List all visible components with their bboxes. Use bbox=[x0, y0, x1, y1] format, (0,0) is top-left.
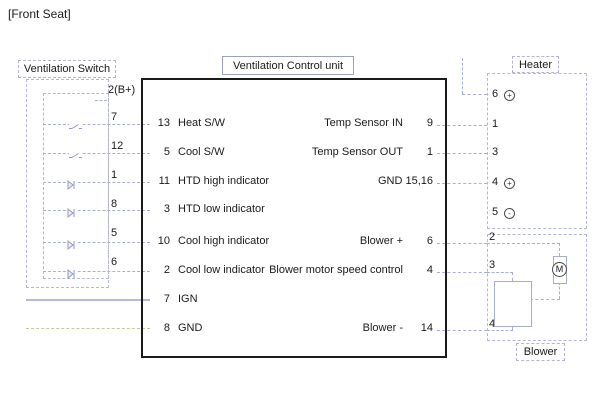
led-indicator-icon bbox=[66, 205, 78, 219]
switch-pin-6: 6 bbox=[111, 256, 118, 268]
cu-label-cool-high: Cool high indicator bbox=[178, 235, 270, 247]
cu-pin-9: 9 bbox=[426, 117, 433, 129]
heater-pin-3: 3 bbox=[492, 146, 499, 158]
page-title: [Front Seat] bbox=[8, 7, 71, 21]
cu-pin-6: 6 bbox=[426, 235, 433, 247]
wire-blower-pin2-run bbox=[487, 243, 560, 244]
cu-pin-5: 5 bbox=[163, 146, 170, 158]
wire-heat-sw bbox=[43, 124, 150, 125]
wire-b-plus-to-heater bbox=[462, 94, 487, 95]
cu-pin-7: 7 bbox=[163, 293, 170, 305]
wire-temp-sensor-out bbox=[437, 153, 487, 154]
wire-cool-low-indicator bbox=[43, 271, 150, 272]
switch-pin-8: 8 bbox=[111, 198, 118, 210]
wire-b-plus-stub bbox=[95, 100, 107, 101]
heater-box bbox=[487, 73, 587, 229]
wire-blower-plus bbox=[437, 243, 487, 244]
wire-resistor-top-drop bbox=[512, 272, 513, 281]
wire-temp-sensor-in bbox=[437, 125, 487, 126]
switch-pin-12: 12 bbox=[111, 140, 124, 152]
wire-htd-high-indicator bbox=[43, 182, 150, 183]
cu-pin-10: 10 bbox=[157, 235, 170, 247]
heater-pin-6: 6 bbox=[492, 88, 499, 100]
cu-label-htd-high: HTD high indicator bbox=[178, 175, 270, 187]
plus-terminal-icon: + bbox=[504, 90, 515, 101]
wire-blower-minus bbox=[437, 330, 487, 331]
cu-label-temp-sensor-out: Temp Sensor OUT bbox=[311, 146, 403, 158]
wire-ign bbox=[26, 299, 150, 301]
motor-icon: M bbox=[552, 262, 567, 277]
cu-label-cool-sw: Cool S/W bbox=[178, 146, 225, 158]
cu-pin-8: 8 bbox=[163, 322, 170, 334]
blower-pin-2: 2 bbox=[489, 231, 496, 243]
wire-gnd-to-heater bbox=[437, 183, 487, 184]
cu-label-blower-plus: Blower + bbox=[359, 235, 403, 247]
heater-pin-5: 5 bbox=[492, 206, 499, 218]
heater-pin-4: 4 bbox=[492, 176, 499, 188]
switch-pin-b-plus: 2(B+) bbox=[108, 84, 136, 96]
cu-pin-1: 1 bbox=[426, 146, 433, 158]
wire-cool-high-indicator bbox=[43, 242, 150, 243]
cu-label-blower-speed: Blower motor speed control bbox=[269, 264, 403, 276]
led-indicator-icon bbox=[66, 266, 78, 280]
ventilation-switch-title: Ventilation Switch bbox=[18, 60, 116, 78]
control-unit-box bbox=[141, 78, 447, 358]
wire-blower-pin4-run bbox=[487, 330, 513, 331]
plus-terminal-icon: + bbox=[504, 178, 515, 189]
cu-label-cool-low: Cool low indicator bbox=[178, 264, 265, 276]
wire-blower-pin3-run bbox=[487, 272, 513, 273]
switch-pin-7: 7 bbox=[111, 111, 118, 123]
cu-pin-3: 3 bbox=[163, 203, 170, 215]
wire-htd-low-indicator bbox=[43, 210, 150, 211]
cu-pin-13: 13 bbox=[157, 117, 170, 129]
control-unit-title: Ventilation Control unit bbox=[222, 56, 354, 75]
cu-label-blower-minus: Blower - bbox=[362, 322, 403, 334]
cu-label-htd-low: HTD low indicator bbox=[178, 203, 265, 215]
led-indicator-icon bbox=[66, 177, 78, 191]
blower-title: Blower bbox=[516, 343, 565, 361]
cu-pin-14: 14 bbox=[420, 322, 433, 334]
wire-b-plus-vertical bbox=[462, 58, 463, 94]
wire-resistor-bottom-drop bbox=[512, 325, 513, 330]
blower-pin-4: 4 bbox=[489, 318, 496, 330]
switch-pin-1: 1 bbox=[111, 169, 118, 181]
cu-label-heat-sw: Heat S/W bbox=[178, 117, 226, 129]
cu-pin-2: 2 bbox=[163, 264, 170, 276]
cu-pin-4: 4 bbox=[426, 264, 433, 276]
switch-contact-icon bbox=[69, 118, 82, 129]
heater-pin-1: 1 bbox=[492, 118, 499, 130]
wire-motor-bottom-drop bbox=[559, 282, 560, 299]
cu-label-ign: IGN bbox=[178, 293, 198, 305]
heater-title: Heater bbox=[512, 56, 559, 73]
minus-terminal-icon: - bbox=[504, 208, 515, 219]
blower-resistor-block bbox=[494, 281, 532, 327]
switch-pin-5: 5 bbox=[111, 227, 118, 239]
cu-label-gnd: GND bbox=[178, 322, 203, 334]
led-indicator-icon bbox=[66, 237, 78, 251]
blower-box bbox=[487, 234, 587, 341]
wire-resistor-to-motor bbox=[530, 299, 560, 300]
wire-blower-speed-control bbox=[437, 272, 487, 273]
switch-contact-icon bbox=[69, 147, 82, 158]
blower-pin-3: 3 bbox=[489, 259, 496, 271]
wire-cool-sw bbox=[43, 153, 150, 154]
cu-label-gnd-15-16: GND 15,16 bbox=[377, 175, 433, 187]
cu-label-temp-sensor-in: Temp Sensor IN bbox=[324, 117, 403, 129]
wire-gnd bbox=[26, 328, 150, 329]
wire-motor-top-drop bbox=[559, 243, 560, 256]
cu-pin-11: 11 bbox=[158, 175, 170, 187]
ventilation-switch-inner-box bbox=[43, 93, 109, 279]
